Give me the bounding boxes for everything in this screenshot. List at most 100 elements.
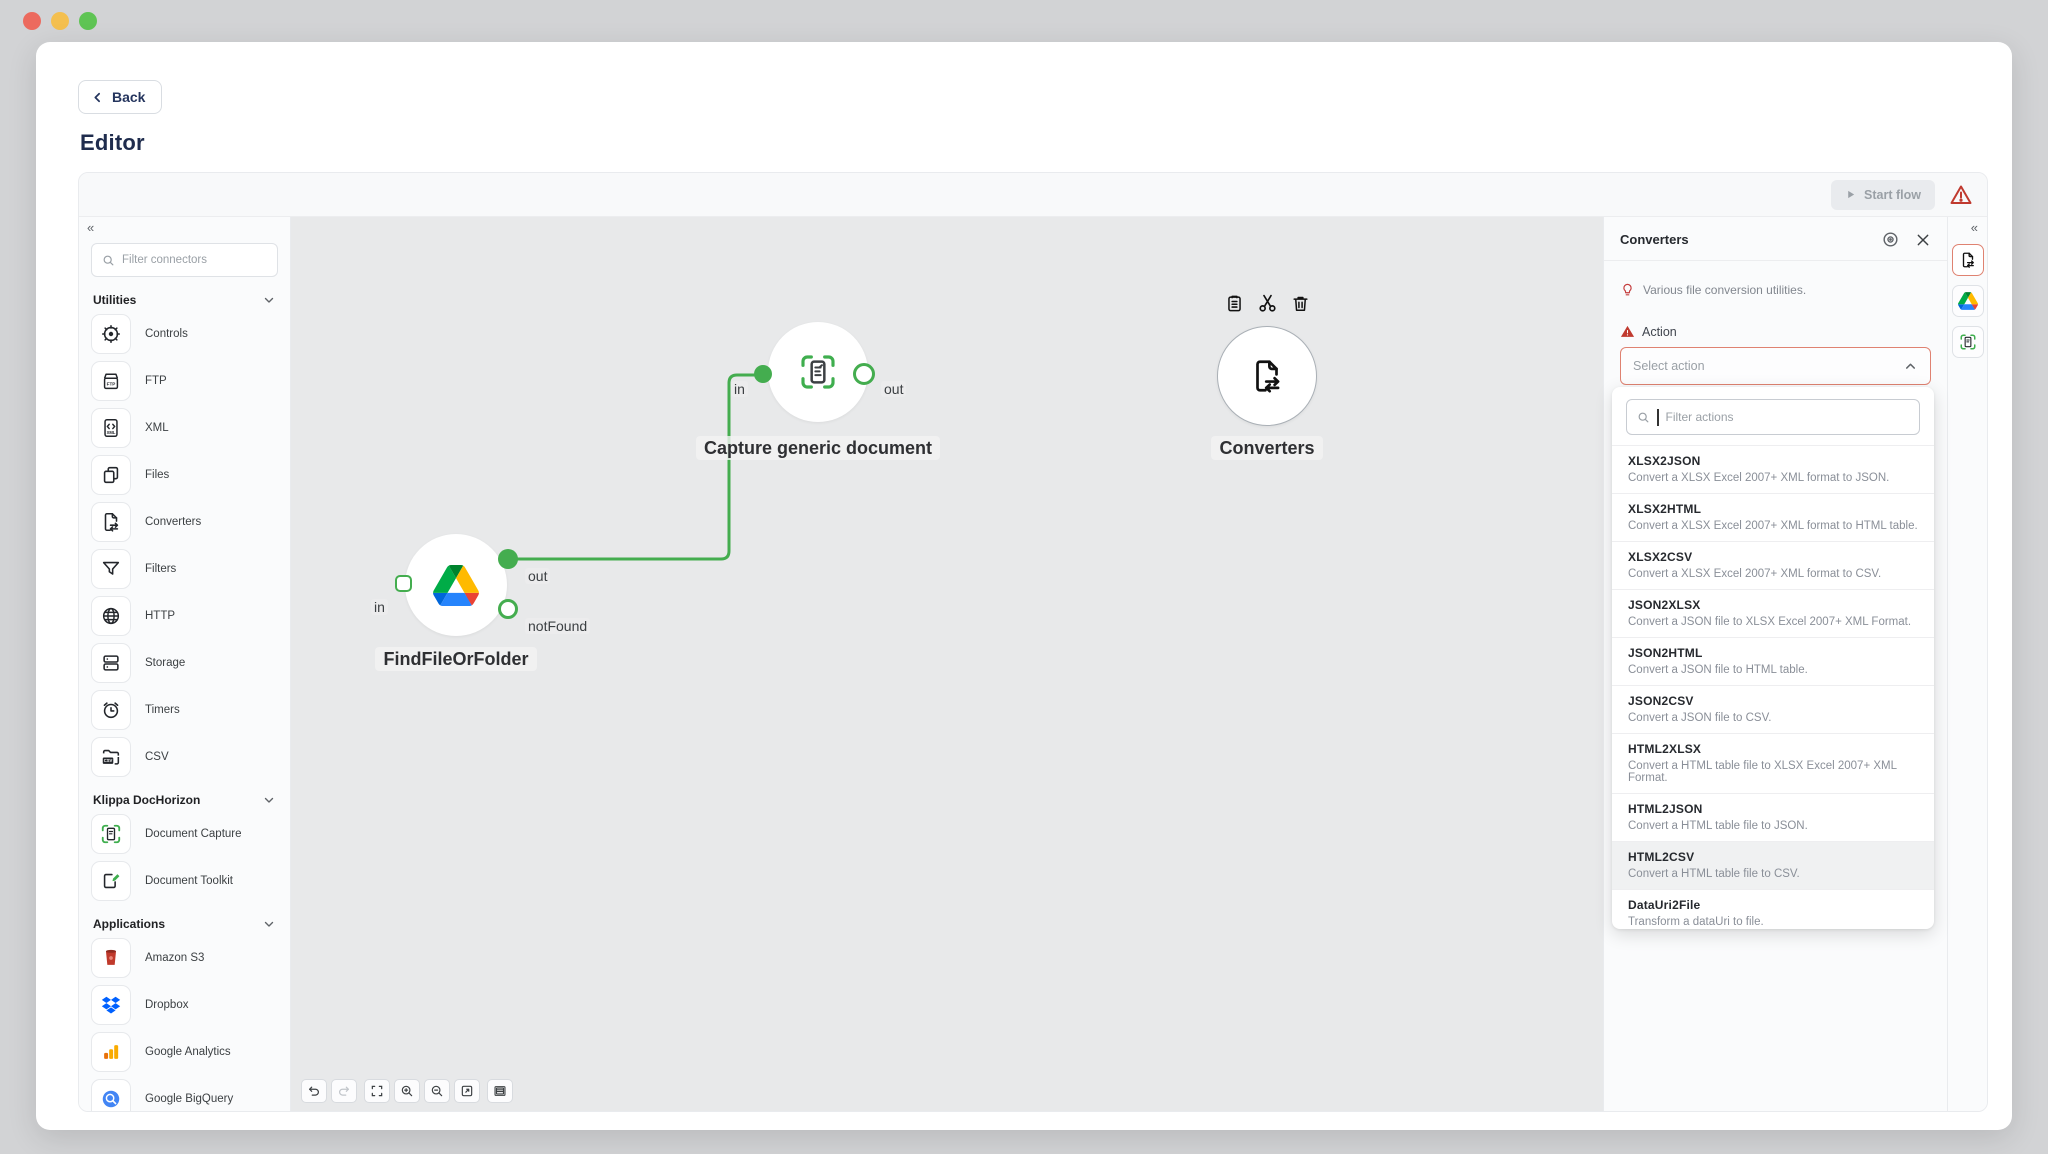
action-option-xlsx2html[interactable]: XLSX2HTML Convert a XLSX Excel 2007+ XML… [1612,493,1934,541]
app-window: Back Editor Start flow « [36,42,2012,1130]
maximize-window-button[interactable] [79,12,97,30]
start-flow-button[interactable]: Start flow [1831,179,1935,210]
close-window-button[interactable] [23,12,41,30]
sidebar-item-storage[interactable]: Storage [91,643,278,683]
fit-view-button[interactable] [364,1079,390,1103]
google-drive-icon [433,564,479,606]
settings-target-icon[interactable] [1881,230,1900,249]
page-title: Editor [80,130,145,155]
zoom-in-button[interactable] [394,1079,420,1103]
port-label-in: in [371,599,388,615]
dropbox-icon [91,985,131,1025]
minimize-window-button[interactable] [51,12,69,30]
select-action-dropdown[interactable]: Select action [1620,347,1931,385]
flow-error-warning-icon[interactable] [1949,183,1973,207]
minimap-toggle-button[interactable] [487,1079,513,1103]
action-option-json2xlsx[interactable]: JSON2XLSX Convert a JSON file to XLSX Ex… [1612,589,1934,637]
back-button[interactable]: Back [78,80,163,114]
sidebar-section-applications[interactable]: Applications [93,917,276,931]
files-icon [91,455,131,495]
node-label-findfileorfolder: FindFileOrFolder [331,647,581,671]
action-option-json2csv[interactable]: JSON2CSV Convert a JSON file to CSV. [1612,685,1934,733]
strip-item-findfileorfolder[interactable] [1951,285,1984,317]
port-label-out: out [881,381,907,397]
action-option-html2json[interactable]: HTML2JSON Convert a HTML table file to J… [1612,793,1934,841]
sidebar-item-google-analytics[interactable]: Google Analytics [91,1032,278,1072]
google-analytics-icon [91,1032,131,1072]
action-option-xlsx2json[interactable]: XLSX2JSON Convert a XLSX Excel 2007+ XML… [1612,445,1934,493]
sidebar-item-amazon-s3[interactable]: Amazon S3 [91,938,278,978]
sidebar-item-timers[interactable]: Timers [91,690,278,730]
panel-title: Converters [1620,232,1689,247]
sidebar-item-files[interactable]: Files [91,455,278,495]
node-capture-generic-document[interactable] [768,322,868,422]
sidebar-section-klippa-dochorizon[interactable]: Klippa DocHorizon [93,793,276,807]
warning-triangle-icon [1620,324,1635,339]
port-capture-out[interactable] [853,363,875,385]
action-option-xlsx2csv[interactable]: XLSX2CSV Convert a XLSX Excel 2007+ XML … [1612,541,1934,589]
filter-actions-input[interactable]: Filter actions [1626,399,1920,435]
port-capture-in[interactable] [754,365,772,383]
node-config-panel: Converters Various file conversion utili… [1603,217,1947,1111]
action-option-html2csv[interactable]: HTML2CSV Convert a HTML table file to CS… [1612,841,1934,889]
sidebar-item-google-bigquery[interactable]: Google BigQuery [91,1079,278,1111]
ftp-icon: FTP [91,361,131,401]
document-capture-icon [91,814,131,854]
timers-icon [91,690,131,730]
flow-toolbar: Start flow [79,173,1987,217]
sidebar-collapse-button[interactable]: « [87,220,95,235]
undo-button[interactable] [301,1079,327,1103]
svg-text:CSV: CSV [104,758,113,763]
redo-button[interactable] [331,1079,357,1103]
controls-icon [91,314,131,354]
flow-canvas[interactable]: in out Capture generic document in out n… [291,217,1603,1111]
panel-collapse-button[interactable]: « [1970,220,1978,235]
node-converters[interactable] [1217,326,1317,426]
trash-icon[interactable] [1291,293,1310,314]
xml-icon: XML [91,408,131,448]
http-icon [91,596,131,636]
scissors-icon[interactable] [1257,293,1278,314]
strip-item-converters[interactable] [1951,244,1984,276]
sidebar-item-controls[interactable]: Controls [91,314,278,354]
sidebar-item-filters[interactable]: Filters [91,549,278,589]
lightbulb-icon [1620,282,1635,297]
close-icon[interactable] [1915,232,1931,248]
storage-icon [91,643,131,683]
sidebar-item-document-toolkit[interactable]: Document Toolkit [91,861,278,901]
sidebar-item-document-capture[interactable]: Document Capture [91,814,278,854]
sidebar-section-utilities[interactable]: Utilities [93,293,276,307]
port-label-in: in [731,381,748,397]
node-findfileorfolder[interactable] [405,534,507,636]
svg-text:XML: XML [107,430,116,435]
port-label-notfound: notFound [525,618,591,634]
port-findfile-out[interactable] [498,549,518,569]
action-option-html2xlsx[interactable]: HTML2XLSX Convert a HTML table file to X… [1612,733,1934,793]
node-label-converters: Converters [1167,436,1367,460]
node-context-toolbar [1217,293,1317,314]
zoom-out-button[interactable] [424,1079,450,1103]
panel-description: Various file conversion utilities. [1643,282,1807,297]
editor-main-row: « Filter connectors Utilities [79,217,1987,1111]
port-findfile-notfound[interactable] [498,599,518,619]
sidebar-item-csv[interactable]: CSV CSV [91,737,278,777]
sidebar-item-converters[interactable]: Converters [91,502,278,542]
strip-item-document-capture[interactable] [1951,326,1984,358]
document-capture-icon [1959,333,1977,351]
clipboard-icon[interactable] [1225,293,1244,314]
document-capture-icon [798,352,838,392]
action-label: Action [1642,324,1677,339]
sidebar-item-xml[interactable]: XML XML [91,408,278,448]
port-findfile-in[interactable] [395,575,412,592]
fullscreen-button[interactable] [454,1079,480,1103]
filters-icon [91,549,131,589]
converters-icon [1248,357,1286,395]
sidebar-item-dropbox[interactable]: Dropbox [91,985,278,1025]
sidebar-item-ftp[interactable]: FTP FTP [91,361,278,401]
action-options-dropdown: Filter actions XLSX2JSON Convert a XLSX … [1612,387,1934,929]
back-label: Back [112,89,146,105]
action-option-datauri2file[interactable]: DataUri2File Transform a dataUri to file… [1612,889,1934,929]
action-option-json2html[interactable]: JSON2HTML Convert a JSON file to HTML ta… [1612,637,1934,685]
sidebar-item-http[interactable]: HTTP [91,596,278,636]
filter-connectors-input[interactable]: Filter connectors [91,243,278,277]
